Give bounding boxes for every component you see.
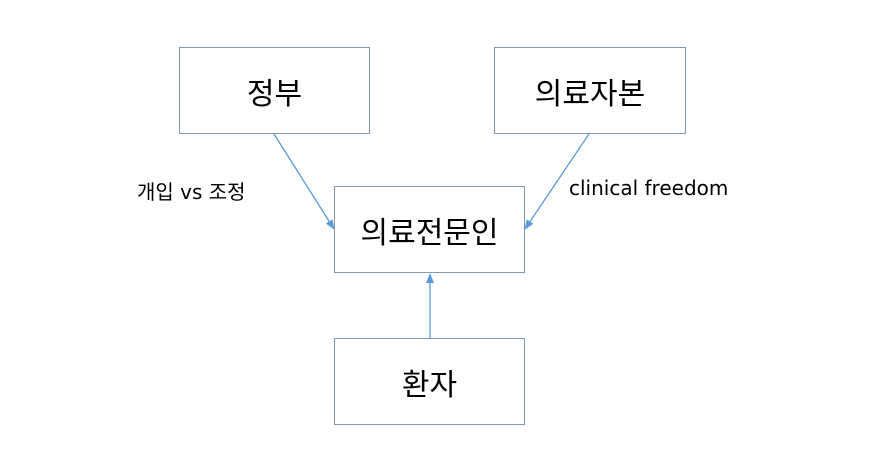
edge-capital-to-expert xyxy=(524,133,590,230)
edge-label-intervention-vs-coordination: 개입 vs 조정 xyxy=(137,180,246,204)
node-medical-capital: 의료자본 xyxy=(494,47,686,134)
node-medical-professional-label: 의료전문인 xyxy=(360,215,499,251)
edge-government-to-expert xyxy=(273,133,335,230)
node-medical-professional: 의료전문인 xyxy=(334,186,525,273)
node-patient-label: 환자 xyxy=(401,367,458,403)
node-government: 정부 xyxy=(179,47,370,134)
node-patient: 환자 xyxy=(334,338,525,425)
node-medical-capital-label: 의료자본 xyxy=(534,76,646,112)
edge-label-clinical-freedom: clinical freedom xyxy=(569,176,729,200)
node-government-label: 정부 xyxy=(246,76,303,112)
